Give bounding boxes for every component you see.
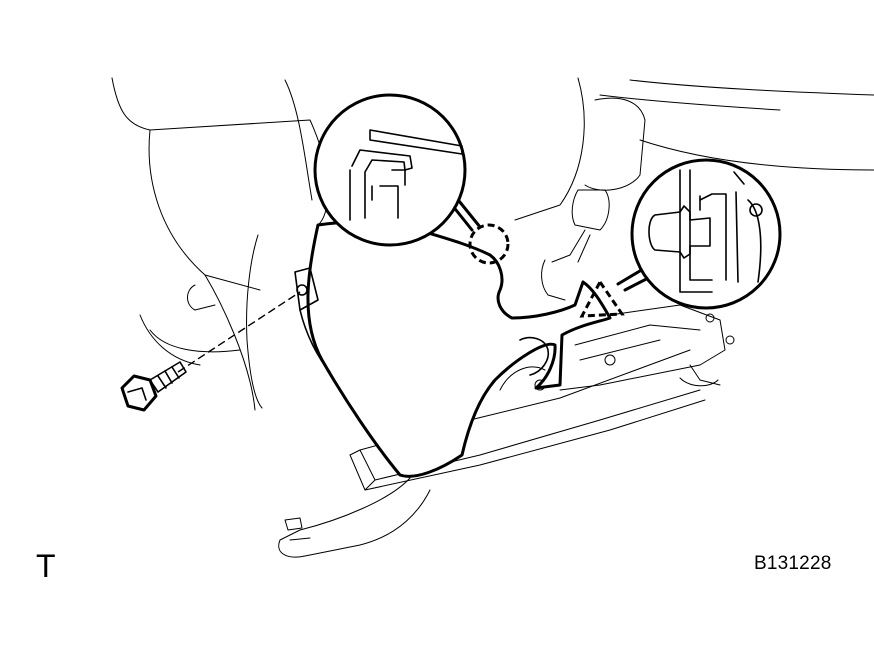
magnifier-circle (313, 93, 482, 247)
view-letter: T (36, 548, 56, 584)
shield-cover (294, 220, 612, 478)
seat-frame (111, 77, 874, 411)
figure-id: B131228 (754, 553, 832, 574)
screw (120, 291, 301, 412)
magnifier-circle (616, 158, 782, 310)
claw-location-marker (468, 223, 510, 265)
clip-location-marker (579, 279, 625, 318)
